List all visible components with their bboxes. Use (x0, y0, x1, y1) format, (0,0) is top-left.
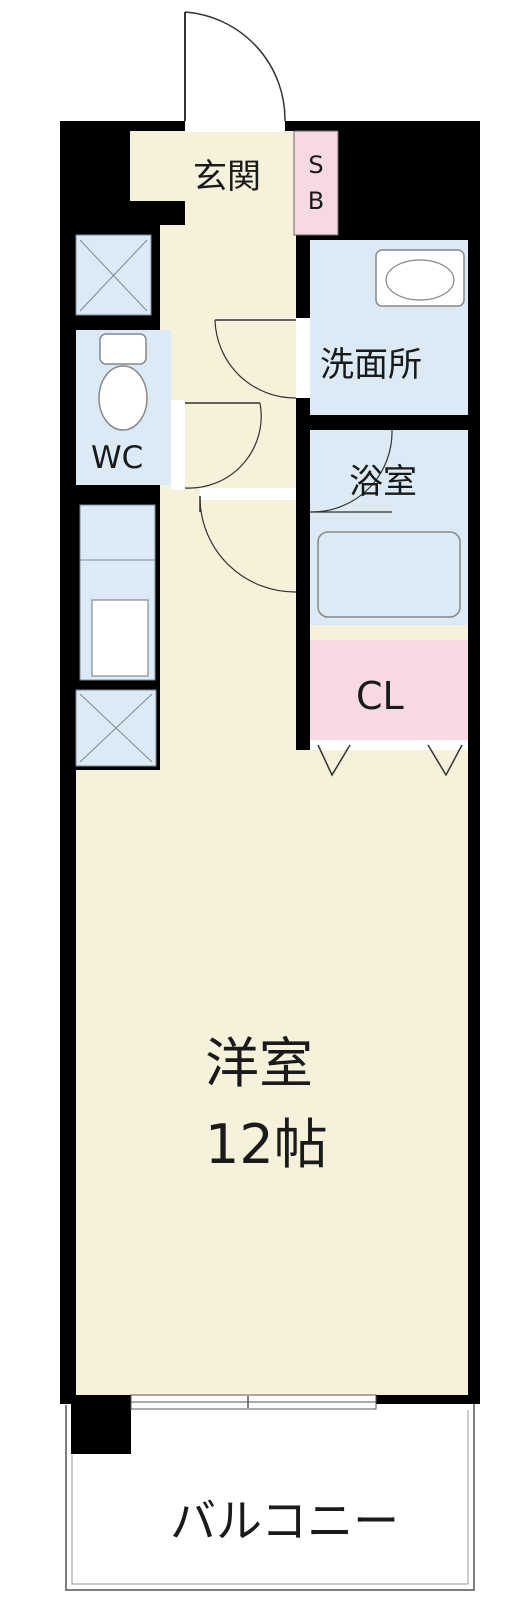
entrance-step (185, 200, 295, 230)
label-western-room-size: 12帖 (205, 1113, 328, 1176)
toilet-tank (99, 333, 147, 365)
washroom-door-swing (214, 319, 297, 399)
label-bathroom: 浴室 (349, 462, 417, 502)
room-door-opening (200, 488, 296, 500)
toilet-bowl (98, 365, 148, 431)
shoe-box (293, 130, 339, 236)
closet (310, 640, 468, 740)
label-washroom: 洗面所 (320, 345, 422, 385)
bath-door-swing (311, 429, 393, 513)
storage-upper-cross-b (79, 239, 148, 312)
balcony-railing (65, 1404, 475, 1591)
closet-door-track (310, 740, 468, 750)
front-door-opening (185, 118, 285, 132)
balcony-corner-wall (71, 1404, 131, 1454)
label-entrance: 玄関 (193, 157, 261, 197)
label-balcony: バルコニー (170, 1494, 400, 1548)
label-western-room: 洋室 (205, 1032, 313, 1095)
label-closet: CL (356, 674, 404, 718)
bathtub (317, 531, 461, 618)
basin-bowl (385, 259, 455, 301)
floor-lower-right (296, 750, 468, 1395)
closet-door-right (427, 744, 463, 777)
label-toilet: WC (91, 440, 144, 476)
label-shoe-box-s: S (308, 151, 324, 179)
closet-side-wall (296, 225, 310, 750)
balcony-railing-inner (71, 1410, 469, 1585)
wc-door-opening (171, 400, 185, 490)
kitchen-sink (91, 599, 149, 677)
entrance-floor (130, 131, 295, 201)
label-shoe-box-b: B (307, 187, 325, 215)
wc-door-swing (184, 402, 262, 489)
closet-door-left (317, 744, 351, 777)
storage-lower-cross-b (79, 693, 153, 763)
washroom-door-opening (296, 318, 310, 398)
room-door-swing (199, 499, 297, 593)
front-door-swing (184, 11, 286, 122)
